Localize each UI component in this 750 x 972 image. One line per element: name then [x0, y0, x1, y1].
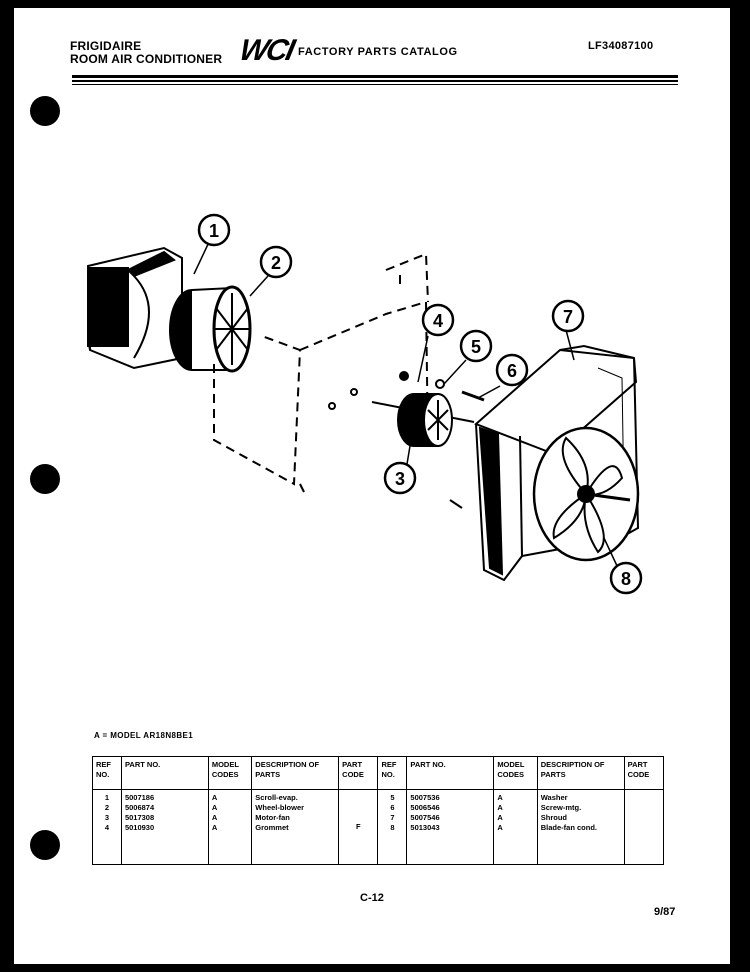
shroud-part	[474, 344, 640, 582]
callout-4: 4	[421, 303, 455, 337]
callout-8-label: 8	[621, 569, 631, 589]
part-no: 5007536	[410, 793, 440, 802]
callout-8: 8	[609, 561, 643, 595]
callout-2: 2	[259, 245, 293, 279]
catalog-title: FACTORY PARTS CATALOG	[298, 46, 458, 58]
page-number: C-12	[360, 892, 384, 904]
exploded-parts-diagram: 1 2 3 4 5 6 7	[86, 213, 643, 595]
part-code-header: PART CODE	[338, 756, 379, 790]
ref-no: 3	[104, 813, 110, 822]
part-description: Wheel-blower	[255, 803, 305, 812]
part-no: 5017308	[124, 813, 155, 822]
callout-4-label: 4	[433, 311, 443, 331]
model-codes-header: MODEL CODES	[493, 756, 538, 790]
document-number: LF34087100	[588, 40, 654, 52]
brand-name: FRIGIDAIRE	[70, 39, 142, 53]
part-code-header: PART CODE	[623, 756, 665, 790]
product-line: ROOM AIR CONDITIONER	[70, 52, 223, 66]
model-legend: A = MODEL AR18N8BE1	[94, 731, 194, 740]
model-codes-cell: A A A A	[493, 789, 538, 865]
condenser-fan-blade-part	[532, 426, 640, 562]
binder-hole	[30, 96, 60, 126]
callout-7-label: 7	[563, 307, 573, 327]
model-code: A	[497, 803, 503, 812]
description-cell: Scroll-evap. Wheel-blower Motor-fan Grom…	[251, 789, 340, 865]
part-description: Washer	[540, 793, 568, 802]
model-code: A	[211, 813, 218, 822]
model-codes-header: MODEL CODES	[207, 756, 253, 790]
callout-7: 7	[551, 299, 585, 333]
ref-no: 6	[390, 803, 395, 812]
callout-5-label: 5	[471, 337, 481, 357]
part-no: 5013043	[410, 823, 440, 832]
callout-2-label: 2	[271, 253, 281, 273]
model-codes-cell: A A A A	[207, 789, 253, 865]
callout-5: 5	[459, 329, 493, 363]
part-description: Grommet	[255, 823, 289, 832]
ref-no: 7	[390, 813, 395, 822]
binder-hole	[30, 830, 60, 860]
ref-no: 2	[104, 803, 110, 812]
ref-no-header: REF NO.	[377, 756, 408, 790]
binder-hole	[30, 464, 60, 494]
parts-table-body: 1 2 3 4 5007186 5006874 5017308 5010930 …	[92, 789, 665, 865]
part-no: 5006874	[124, 803, 155, 812]
catalog-page: FRIGIDAIRE ROOM AIR CONDITIONER WCI FACT…	[14, 8, 730, 964]
part-no: 5007186	[124, 793, 155, 802]
model-code: A	[211, 823, 218, 832]
part-description: Motor-fan	[255, 813, 290, 822]
part-no-header: PART NO.	[406, 756, 495, 790]
model-code: A	[211, 803, 218, 812]
catalog-date: 9/87	[654, 906, 676, 918]
description-header: DESCRIPTION OF PARTS	[251, 756, 340, 790]
header-rule	[72, 75, 678, 78]
callout-6: 6	[495, 353, 529, 387]
callout-1-label: 1	[209, 221, 219, 241]
model-code: A	[497, 793, 503, 802]
scroll-evaporator-part	[86, 246, 183, 370]
model-code: A	[497, 813, 503, 822]
callout-1: 1	[197, 213, 231, 247]
partition-panel	[213, 252, 429, 486]
ref-no: 8	[390, 823, 395, 832]
fan-motor-part	[371, 393, 475, 447]
ref-no-cell: 5 6 7 8	[377, 789, 408, 865]
part-no: 5006546	[410, 803, 440, 812]
callout-3-label: 3	[395, 469, 405, 489]
callout-6-label: 6	[507, 361, 517, 381]
part-description: Blade-fan cond.	[540, 823, 598, 832]
parts-table-header: REF NO. PART NO. MODEL CODES DESCRIPTION…	[92, 756, 665, 790]
ref-no-header: REF NO.	[92, 756, 122, 790]
ref-no-cell: 1 2 3 4	[92, 789, 122, 865]
part-no-cell: 5007186 5006874 5017308 5010930	[120, 789, 209, 865]
ref-no: 4	[104, 823, 110, 832]
description-header: DESCRIPTION OF PARTS	[536, 756, 625, 790]
model-code: A	[497, 823, 503, 832]
ref-no: 5	[390, 793, 395, 802]
part-description: Shroud	[540, 813, 567, 822]
parts-table: REF NO. PART NO. MODEL CODES DESCRIPTION…	[92, 756, 665, 865]
description-cell: Washer Screw-mtg. Shroud Blade-fan cond.	[536, 789, 625, 865]
part-description: Scroll-evap.	[255, 793, 298, 802]
part-code-cell: F	[338, 789, 379, 865]
part-code-cell	[623, 789, 665, 865]
blower-wheel-part	[169, 285, 252, 373]
brand-block: FRIGIDAIRE ROOM AIR CONDITIONER	[70, 40, 222, 66]
ref-no: 1	[104, 793, 110, 802]
header-rule	[72, 80, 678, 82]
part-no-cell: 5007536 5006546 5007546 5013043	[406, 789, 495, 865]
callout-3: 3	[383, 461, 417, 495]
part-no-header: PART NO.	[120, 756, 209, 790]
header-rule	[72, 84, 678, 85]
model-code: A	[211, 793, 218, 802]
part-no: 5010930	[124, 823, 155, 832]
part-description: Screw-mtg.	[540, 803, 582, 812]
part-no: 5007546	[410, 813, 440, 822]
